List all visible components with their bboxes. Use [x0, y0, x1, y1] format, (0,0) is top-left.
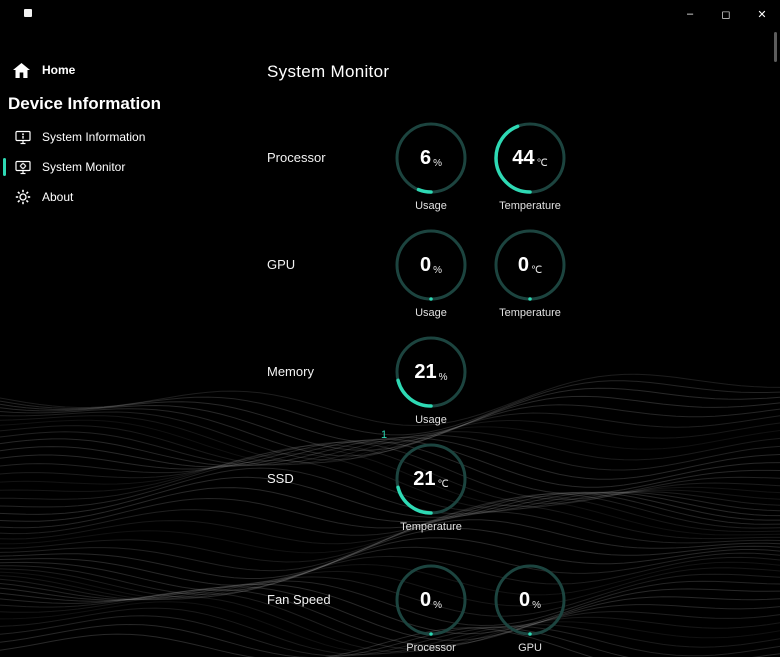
gauge-unit: ℃: [437, 478, 449, 490]
gauge-value: 0: [419, 253, 432, 276]
sidebar-item-label: System Monitor: [42, 160, 126, 174]
row-label: GPU: [267, 257, 296, 272]
gauge-unit: %: [433, 599, 443, 611]
row-gauges: 0 % Usage 0 ℃ Temperature: [393, 227, 568, 319]
monitor-row: SSD 21 ℃ Temperature: [267, 441, 767, 533]
row-gauges: 21 % Usage: [393, 334, 469, 426]
gauge: 21 ℃ Temperature: [393, 441, 469, 533]
row-gauges: 0 % Processor 0 % GPU: [393, 562, 568, 654]
sidebar-item-about[interactable]: About: [0, 182, 255, 212]
gauge-value-group: 0 %: [393, 562, 469, 638]
sidebar-item-system-monitor[interactable]: System Monitor: [0, 152, 255, 182]
gauge-unit: ℃: [536, 157, 548, 169]
close-button[interactable]: ✕: [744, 0, 780, 28]
gauge: 0 % Processor: [393, 562, 469, 654]
sidebar-home-label: Home: [42, 63, 76, 77]
row-gauges: 6 % Usage 44 ℃ Temperature: [393, 120, 568, 212]
row-label: Processor: [267, 150, 326, 165]
page-title: System Monitor: [267, 62, 390, 81]
maximize-button[interactable]: ◻: [708, 0, 744, 28]
gauge: 6 % Usage: [393, 120, 469, 212]
gauge: 44 ℃ Temperature: [492, 120, 568, 212]
gauge-caption: Usage: [415, 200, 447, 212]
gauge-unit: %: [433, 264, 443, 276]
gauge-value-group: 21 ℃: [393, 441, 469, 517]
gauge-value: 21: [414, 360, 437, 383]
gauge: 0 ℃ Temperature: [492, 227, 568, 319]
gauge-caption: Temperature: [400, 521, 462, 533]
sidebar-item-label: About: [42, 190, 74, 204]
monitor-row: GPU 0 % Usage 0 ℃ Temperature: [267, 227, 767, 319]
gauge-ring-icon: [395, 564, 467, 636]
home-icon: [12, 62, 30, 78]
gauge-value: 6: [419, 146, 432, 169]
gauge-ring-icon: [395, 122, 467, 194]
gauge-ring-icon: [494, 229, 566, 301]
row-label: Fan Speed: [267, 592, 331, 607]
sidebar: Home Device Information System Informati…: [0, 28, 255, 657]
minimize-button[interactable]: –: [672, 0, 708, 28]
gauge: 0 % GPU: [492, 562, 568, 654]
gauge-value-group: 0 ℃: [492, 227, 568, 303]
gauge-ring-icon: [494, 564, 566, 636]
main-content: System Monitor: [255, 28, 780, 657]
monitor-row: Fan Speed 0 % Processor 0 % GPU: [267, 562, 767, 654]
system-information-icon: [14, 129, 32, 145]
gauge-value: 21: [413, 467, 436, 490]
gauge-caption: Usage: [415, 307, 447, 319]
gauge-value: 44: [512, 146, 535, 169]
gauge-ring-icon: [395, 443, 467, 515]
gauge-caption: Temperature: [499, 200, 561, 212]
gauge-ring-icon: [395, 229, 467, 301]
gauge-ring-icon: [395, 336, 467, 408]
gauge-value-group: 21 %: [393, 334, 469, 410]
gauge-unit: %: [433, 157, 443, 169]
monitor-row: Processor 6 % Usage 44 ℃ Temperature: [267, 120, 767, 212]
row-label: SSD: [267, 471, 294, 486]
gauge-unit: ℃: [530, 264, 543, 276]
gauge-caption: Temperature: [499, 307, 561, 319]
sidebar-item-system-information[interactable]: System Information: [0, 122, 255, 152]
gauge-caption: GPU: [518, 642, 542, 654]
fan-count-label: 1: [381, 429, 388, 441]
gauge-value-group: 0 %: [393, 227, 469, 303]
row-label: Memory: [267, 364, 314, 379]
gauge-value: 0: [518, 588, 531, 611]
gauge-value-group: 6 %: [393, 120, 469, 196]
titlebar: – ◻ ✕: [0, 0, 780, 28]
app-icon: [24, 9, 32, 17]
scrollbar-thumb[interactable]: [774, 32, 777, 62]
gauge-value-group: 44 ℃: [492, 120, 568, 196]
sidebar-item-home[interactable]: Home: [0, 52, 255, 88]
gauge-unit: %: [438, 371, 448, 383]
system-monitor-icon: [14, 159, 32, 175]
sidebar-item-label: System Information: [42, 130, 146, 144]
gauge-value: 0: [419, 588, 432, 611]
gauge-unit: %: [532, 599, 542, 611]
gauge-caption: Processor: [406, 642, 456, 654]
gauge-value-group: 0 %: [492, 562, 568, 638]
gauge: 0 % Usage: [393, 227, 469, 319]
gear-icon: [14, 189, 32, 205]
row-gauges: 21 ℃ Temperature: [393, 441, 469, 533]
gauge-ring-icon: [494, 122, 566, 194]
gauge-value: 0: [517, 253, 529, 276]
sidebar-section-title: Device Information: [8, 94, 162, 113]
monitor-row: Memory 21 % Usage: [267, 334, 767, 426]
window-controls: – ◻ ✕: [672, 0, 780, 28]
gauge: 21 % Usage: [393, 334, 469, 426]
gauge-caption: Usage: [415, 414, 447, 426]
